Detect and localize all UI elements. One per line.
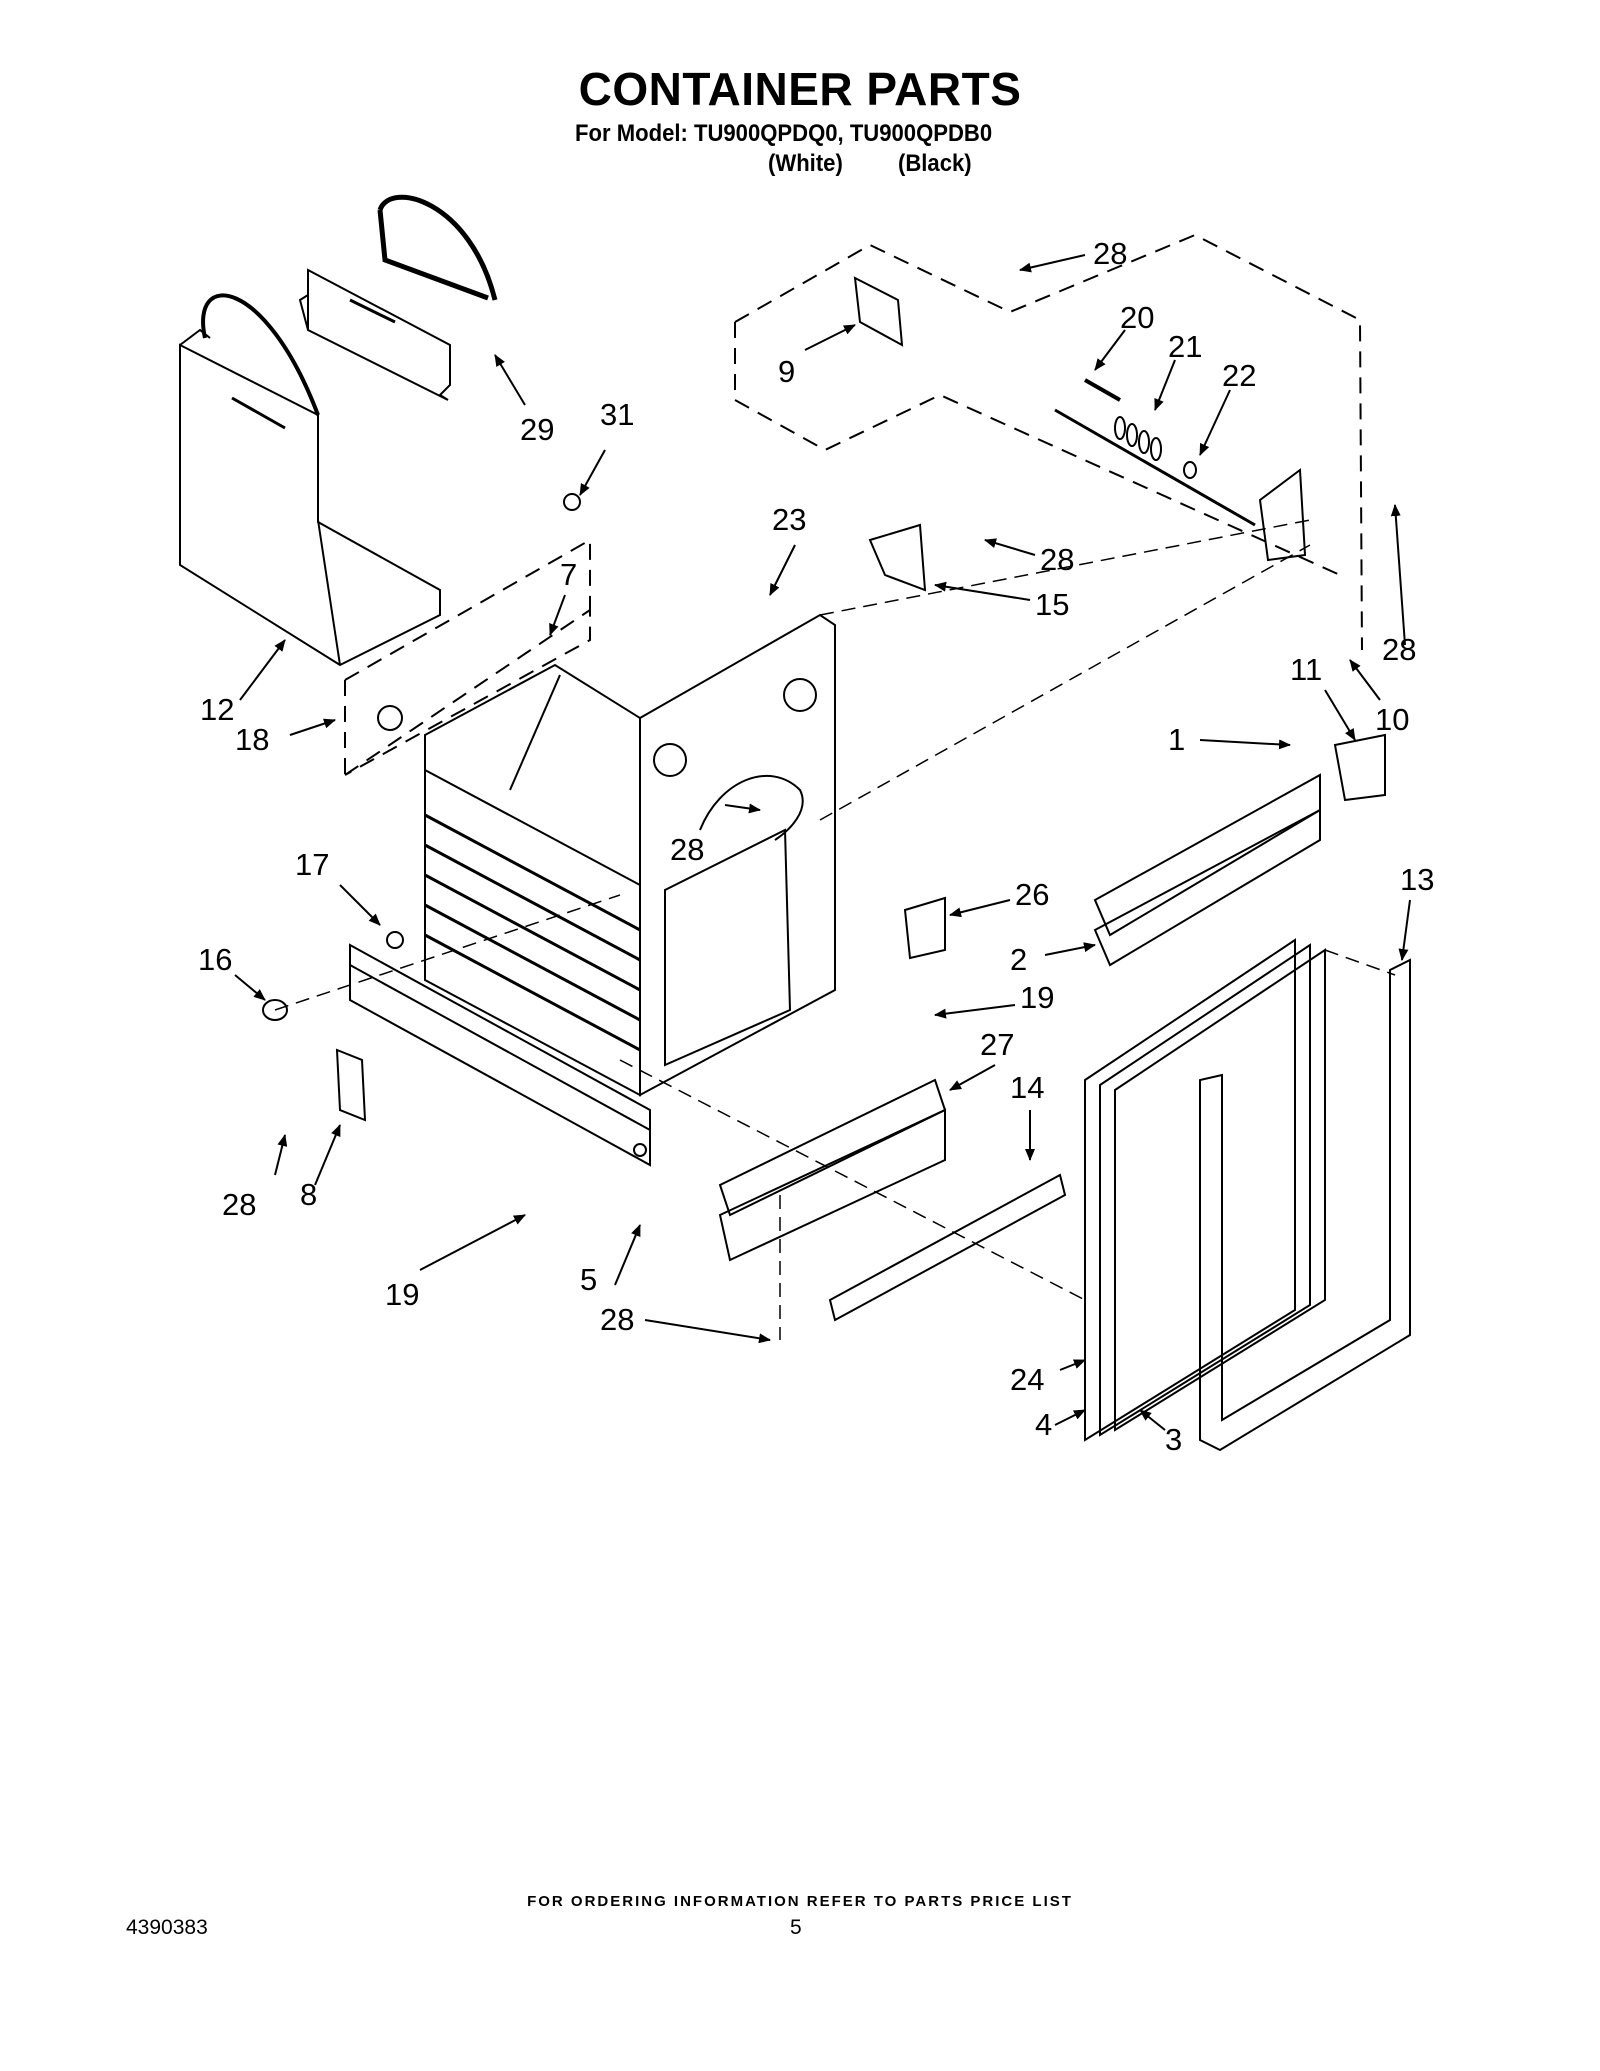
part-16-foot bbox=[262, 999, 288, 1021]
variant-black: (Black) bbox=[898, 150, 972, 177]
variant-white: (White) bbox=[768, 150, 843, 177]
cabinet-frame bbox=[424, 613, 836, 1097]
hinge-rod-assembly bbox=[1054, 378, 1307, 562]
ordering-note: FOR ORDERING INFORMATION REFER TO PARTS … bbox=[527, 1893, 1073, 1910]
part-26-clip bbox=[903, 896, 946, 960]
part-label: 12 bbox=[200, 692, 234, 727]
part-31-screw bbox=[563, 493, 581, 511]
part-label: 28 bbox=[1040, 542, 1074, 577]
part-18-knob bbox=[377, 705, 403, 731]
part-17-nut bbox=[386, 931, 404, 949]
part-label: 13 bbox=[1400, 862, 1434, 897]
part-13-door-frame bbox=[1199, 958, 1411, 1452]
part-label: 7 bbox=[560, 557, 577, 592]
assembly-boundaries bbox=[344, 233, 1363, 776]
part-label: 8 bbox=[300, 1177, 317, 1212]
part-label: 4 bbox=[1035, 1407, 1052, 1442]
door-panels bbox=[1084, 938, 1326, 1442]
exploded-parts-diagram: 28 20 21 22 9 29 31 23 28 15 7 28 12 18 … bbox=[179, 194, 1434, 1457]
part-label: 28 bbox=[670, 832, 704, 867]
part-label: 28 bbox=[1382, 632, 1416, 667]
part-label: 19 bbox=[385, 1277, 419, 1312]
model-line: For Model: TU900QPDQ0, TU900QPDB0 bbox=[575, 120, 993, 147]
part-8-bracket bbox=[335, 1048, 367, 1122]
part-label: 22 bbox=[1222, 358, 1256, 393]
part-label: 1 bbox=[1168, 722, 1185, 757]
part-label: 16 bbox=[198, 942, 232, 977]
part-label: 28 bbox=[600, 1302, 634, 1337]
part-label: 5 bbox=[580, 1262, 597, 1297]
part-14-handle bbox=[828, 1173, 1067, 1322]
part-label: 28 bbox=[1093, 236, 1127, 271]
part-label: 26 bbox=[1015, 877, 1049, 912]
part-27-kickplate bbox=[718, 1078, 947, 1262]
page-number: 5 bbox=[790, 1916, 802, 1939]
part-9-hinge bbox=[853, 276, 904, 347]
part-label: 3 bbox=[1165, 1422, 1182, 1457]
part-label: 15 bbox=[1035, 587, 1069, 622]
part-29-panel bbox=[298, 194, 498, 401]
page-title: CONTAINER PARTS bbox=[578, 63, 1022, 115]
part-label: 19 bbox=[1020, 980, 1054, 1015]
leader-arrows bbox=[234, 254, 1411, 1431]
part-2-top-rail bbox=[1093, 773, 1321, 967]
part-label: 11 bbox=[1290, 652, 1322, 687]
part-11-block bbox=[1333, 733, 1386, 802]
part-label: 18 bbox=[235, 722, 269, 757]
part-label: 23 bbox=[772, 502, 806, 537]
alignment-lines bbox=[274, 519, 1396, 1340]
part-label: 14 bbox=[1010, 1070, 1044, 1105]
part-label: 28 bbox=[222, 1187, 256, 1222]
document-number: 4390383 bbox=[126, 1916, 208, 1939]
part-label: 27 bbox=[980, 1027, 1014, 1062]
part-5-base-rail bbox=[349, 943, 651, 1167]
part-label: 31 bbox=[600, 397, 634, 432]
part-label: 10 bbox=[1375, 702, 1409, 737]
part-label: 9 bbox=[778, 354, 795, 389]
part-label: 24 bbox=[1010, 1362, 1044, 1397]
part-12-liner bbox=[179, 293, 441, 667]
part-label: 21 bbox=[1168, 329, 1202, 364]
part-label: 20 bbox=[1120, 300, 1154, 335]
part-label: 29 bbox=[520, 412, 554, 447]
part-labels: 28 20 21 22 9 29 31 23 28 15 7 28 12 18 … bbox=[198, 236, 1434, 1457]
part-15-latch bbox=[868, 523, 927, 592]
part-label: 17 bbox=[295, 847, 329, 882]
part-label: 2 bbox=[1010, 942, 1027, 977]
